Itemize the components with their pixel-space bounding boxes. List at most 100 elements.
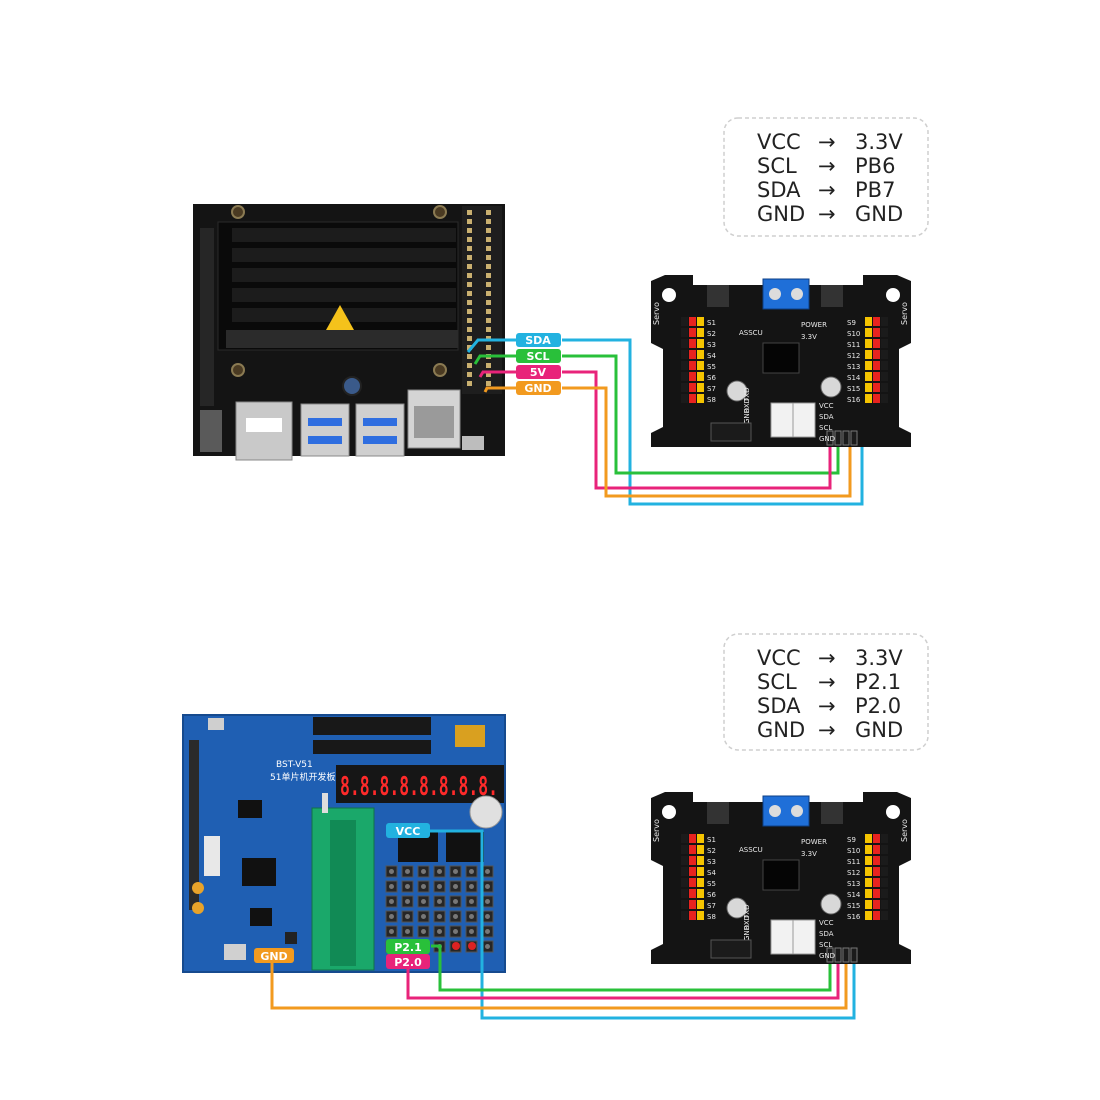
bus-pin-label: VCC (819, 919, 834, 927)
servo-header-pin (865, 878, 872, 887)
jetson-ports (200, 389, 484, 461)
gpio-pin (486, 327, 491, 332)
bus-pin (842, 947, 850, 963)
push-button-cap (469, 869, 474, 874)
push-button-cap (405, 929, 410, 934)
mount-hole (886, 805, 900, 819)
gpio-pin (467, 381, 472, 386)
push-button-cap (389, 914, 394, 919)
gpio-pin (467, 345, 472, 350)
top-map-from-4: GND (757, 202, 805, 226)
bus-pin (826, 430, 834, 446)
top-map-from-1: VCC (757, 130, 801, 154)
push-button-cap (453, 914, 458, 919)
push-button-cap (453, 884, 458, 889)
gpio-pin (467, 327, 472, 332)
bottom-map-to-1: 3.3V (855, 646, 903, 670)
servo-header-pin (697, 339, 704, 348)
push-button-cap (405, 899, 410, 904)
servo-header-pin (689, 339, 696, 348)
heatsink (217, 221, 459, 351)
bus-pin (850, 430, 858, 446)
servo-header-pin (681, 911, 688, 920)
push-button-cap (421, 929, 426, 934)
servo-header-pin (865, 350, 872, 359)
channel-label-right: S15 (847, 385, 860, 393)
push-button-cap (485, 884, 490, 889)
servo-header-pin (873, 383, 880, 392)
bottom-map-from-3: SDA (757, 694, 801, 718)
channel-label-right: S10 (847, 847, 860, 855)
servo-header-pin (689, 900, 696, 909)
gpio-pin (486, 219, 491, 224)
servo-header-pin (881, 339, 888, 348)
push-button-cap (405, 914, 410, 919)
servo-header-pin (865, 845, 872, 854)
bus-pin-label: VCC (819, 402, 834, 410)
servo-header-pin (681, 372, 688, 381)
servo-header-pin (873, 911, 880, 920)
channel-label-left: S5 (707, 880, 716, 888)
arrow-right-icon: → (818, 718, 836, 742)
gpio-pin (467, 354, 472, 359)
servo-header-pin (881, 317, 888, 326)
channel-label-right: S13 (847, 363, 860, 371)
push-button-cap (389, 929, 394, 934)
push-button-cap (485, 899, 490, 904)
servo-header-pin (681, 889, 688, 898)
tag-sda: SDA (525, 334, 551, 347)
servo-header-pin (873, 350, 880, 359)
gpio-pin (486, 318, 491, 323)
uart-pin-label: TXD (743, 388, 751, 403)
servo-header-pin (689, 394, 696, 403)
servo-header-pin (865, 394, 872, 403)
top-map-from-2: SCL (757, 154, 797, 178)
arrow-right-icon: → (818, 670, 836, 694)
channel-label-right: S15 (847, 902, 860, 910)
power-wire-stub (478, 370, 517, 378)
capacitor (726, 897, 748, 919)
servo-header-pin (873, 856, 880, 865)
bus-pin-label: GND (819, 435, 835, 443)
gpio-pin (486, 228, 491, 233)
top-map-to-3: PB7 (855, 178, 895, 202)
servo-header-pin (881, 900, 888, 909)
mcu-label: ASSCU (739, 846, 763, 854)
push-button-cap (405, 869, 410, 874)
servo-header-pin (881, 361, 888, 370)
servo-header-pin (865, 383, 872, 392)
channel-label-left: S3 (707, 341, 716, 349)
servo-header-pin (865, 372, 872, 381)
bottom-pin-mapping-box: VCC → 3.3V SCL → P2.1 SDA → P2.0 GND → G… (723, 633, 929, 751)
channel-label-left: S1 (707, 319, 716, 327)
top-wires (466, 338, 864, 506)
channel-label-right: S12 (847, 352, 860, 360)
gpio-pin (486, 381, 491, 386)
servo-header-pin (865, 900, 872, 909)
bottom-map-to-3: P2.0 (855, 694, 901, 718)
servo-header-pin (689, 867, 696, 876)
servo-header-pin (697, 383, 704, 392)
channel-label-right: S14 (847, 891, 861, 899)
servo-header-pin (873, 394, 880, 403)
servo-label-left: Servo (652, 302, 661, 325)
uart-header (710, 422, 752, 442)
top-map-to-4: GND (855, 202, 903, 226)
channel-label-right: S10 (847, 330, 860, 338)
bus-pin (842, 430, 850, 446)
arrow-right-icon: → (818, 646, 836, 670)
servo-header-pin (689, 372, 696, 381)
servo-header-pin (865, 911, 872, 920)
pwm-chip (762, 342, 800, 374)
servo-header-pin (881, 834, 888, 843)
gpio-pin (486, 345, 491, 350)
power-label: POWER (801, 838, 827, 846)
push-button-cap (485, 914, 490, 919)
gpio-pin (486, 237, 491, 242)
push-button-cap (469, 914, 474, 919)
gpio-pin (467, 372, 472, 377)
servo-header-pin (873, 878, 880, 887)
channel-label-right: S9 (847, 319, 856, 327)
board-subtitle: 51单片机开发板 (270, 771, 335, 783)
